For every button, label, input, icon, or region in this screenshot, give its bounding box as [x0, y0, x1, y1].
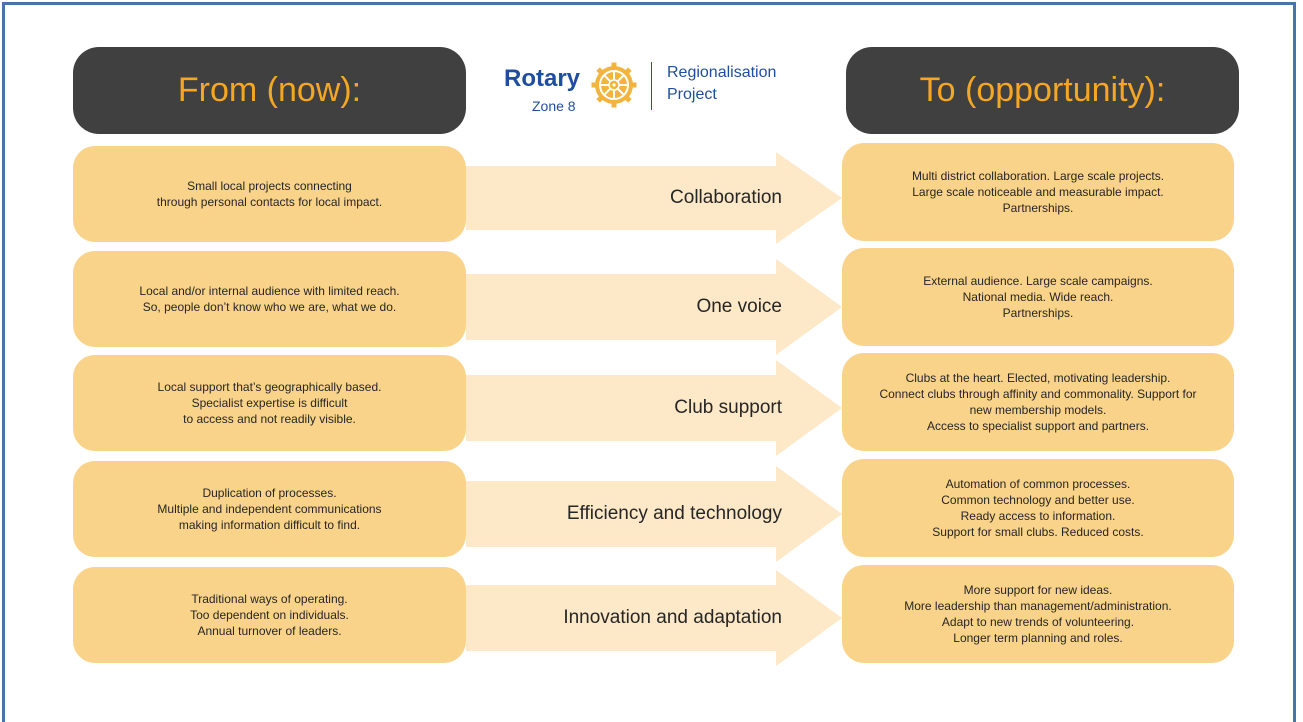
arrow-shape — [466, 360, 842, 456]
from-text: Small local projects connecting through … — [156, 179, 383, 209]
from-box-collaboration: Small local projects connecting through … — [73, 146, 466, 242]
to-box-club-support: Clubs at the heart. Elected, motivating … — [842, 353, 1234, 451]
from-text: Local and/or internal audience with limi… — [139, 284, 400, 314]
from-header-label: From (now): — [177, 71, 362, 109]
logo-name: Rotary — [504, 65, 581, 92]
arrow-shape — [466, 259, 842, 355]
to-text: More support for new ideas. More leaders… — [904, 583, 1172, 645]
from-header: From (now): — [73, 47, 466, 134]
arrow-shape — [466, 570, 842, 666]
to-text: Automation of common processes. Common t… — [932, 477, 1144, 539]
from-text: Traditional ways of operating. Too depen… — [190, 592, 349, 638]
arrow-efficiency-technology: Efficiency and technology — [466, 466, 842, 562]
to-header-label: To (opportunity): — [919, 71, 1166, 109]
arrow-collaboration: Collaboration — [466, 152, 842, 244]
from-text: Duplication of processes. Multiple and i… — [157, 486, 382, 532]
from-box-efficiency-technology: Duplication of processes. Multiple and i… — [73, 461, 466, 557]
arrow-one-voice: One voice — [466, 259, 842, 355]
logo-project-line1: Regionalisation — [667, 64, 777, 81]
to-box-collaboration: Multi district collaboration. Large scal… — [842, 143, 1234, 241]
from-box-one-voice: Local and/or internal audience with limi… — [73, 251, 466, 347]
to-box-innovation-adaptation: More support for new ideas. More leaders… — [842, 565, 1234, 663]
from-box-innovation-adaptation: Traditional ways of operating. Too depen… — [73, 567, 466, 663]
from-box-club-support: Local support that’s geographically base… — [73, 355, 466, 451]
logo-zone: Zone 8 — [532, 98, 576, 114]
from-text: Local support that’s geographically base… — [157, 380, 382, 426]
arrow-shape — [466, 152, 842, 244]
category-label: One voice — [696, 296, 782, 317]
category-label: Collaboration — [670, 187, 782, 208]
category-label: Efficiency and technology — [566, 503, 782, 524]
arrow-shape — [466, 466, 842, 562]
to-text: Clubs at the heart. Elected, motivating … — [879, 371, 1197, 433]
category-label: Innovation and adaptation — [563, 607, 782, 628]
to-text: Multi district collaboration. Large scal… — [911, 169, 1165, 215]
to-header: To (opportunity): — [846, 47, 1239, 134]
logo-project-line2: Project — [667, 86, 717, 103]
category-label: Club support — [674, 397, 782, 418]
to-box-one-voice: External audience. Large scale campaigns… — [842, 248, 1234, 346]
rotary-wheel-icon — [591, 62, 637, 108]
arrow-innovation-adaptation: Innovation and adaptation — [466, 570, 842, 666]
rotary-zone-8-logo: Rotary Zone 8 Regionalisation — [504, 62, 804, 122]
to-text: External audience. Large scale campaigns… — [923, 274, 1153, 320]
arrow-club-support: Club support — [466, 360, 842, 456]
to-box-efficiency-technology: Automation of common processes. Common t… — [842, 459, 1234, 557]
logo-divider — [651, 62, 652, 110]
